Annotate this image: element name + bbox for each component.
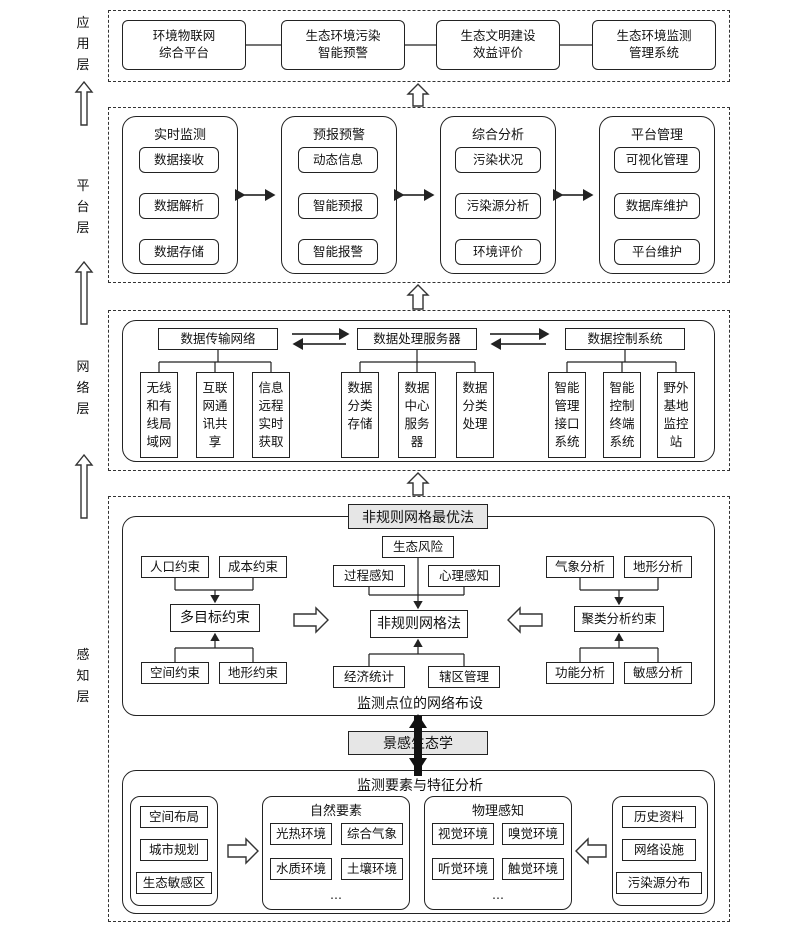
sensitivity-analysis: 敏感分析 xyxy=(624,662,692,684)
bold-vertical-arrow-icon xyxy=(409,714,427,776)
app-item-iot-platform: 环境物联网 综合平台 xyxy=(122,20,246,70)
network-leaf: 野外 基地 监控 站 xyxy=(657,372,695,458)
elements-title: 监测要素与特征分析 xyxy=(357,778,483,794)
platform-item: 环境评价 xyxy=(455,239,541,265)
natural-element: 综合气象 xyxy=(341,823,403,845)
network-exchange-arrows xyxy=(292,328,550,350)
layer-up-arrow-icon xyxy=(406,83,430,496)
constraint-terrain: 地形约束 xyxy=(219,662,287,684)
physical-more: … xyxy=(492,888,504,902)
platform-item: 智能报警 xyxy=(298,239,378,265)
network-layer-frame xyxy=(108,310,730,471)
platform-layer-frame xyxy=(108,107,730,283)
constraint-population: 人口约束 xyxy=(141,556,209,578)
layer-label-network: 网 络 层 xyxy=(76,360,90,417)
meteorological-analysis: 气象分析 xyxy=(546,556,614,578)
layer-label-platform: 平 台 层 xyxy=(76,179,90,236)
natural-elements-title: 自然要素 xyxy=(309,804,362,819)
network-tree-lines xyxy=(158,350,677,372)
platform-group-title: 实时监测 xyxy=(153,128,206,143)
app-item-pollution-warning: 生态环境污染 智能预警 xyxy=(281,20,405,70)
irregular-grid-method: 非规则网格法 xyxy=(370,610,468,638)
network-leaf: 智能 控制 终端 系统 xyxy=(603,372,641,458)
platform-item: 数据解析 xyxy=(139,193,219,219)
planning-item: 空间布局 xyxy=(140,806,208,828)
network-leaf: 信息 远程 实时 获取 xyxy=(252,372,290,458)
ecological-risk: 生态风险 xyxy=(382,536,454,558)
network-leaf: 互联 网通 讯共 享 xyxy=(196,372,234,458)
natural-more: … xyxy=(330,888,342,902)
left-constraint-lines xyxy=(174,578,254,662)
platform-item: 可视化管理 xyxy=(614,147,700,173)
network-leaf: 智能 管理 接口 系统 xyxy=(548,372,586,458)
source-item: 历史资料 xyxy=(622,806,696,828)
app-layer-frame xyxy=(108,10,730,82)
natural-elements-group xyxy=(262,796,410,910)
physical-perception-group xyxy=(424,796,572,910)
network-leaf: 数据 分类 处理 xyxy=(456,372,494,458)
source-item: 污染源分布 xyxy=(616,872,702,894)
sensing-layer-frame xyxy=(108,496,730,922)
cluster-analysis-constraint: 聚类分析约束 xyxy=(574,606,664,632)
network-layout-label: 监测点位的网络布设 xyxy=(357,696,483,712)
side-up-arrow-icon xyxy=(74,80,94,519)
jurisdiction-management: 辖区管理 xyxy=(428,666,500,688)
platform-item: 数据接收 xyxy=(139,147,219,173)
platform-item: 智能预报 xyxy=(298,193,378,219)
method-title: 非规则网格最优法 xyxy=(348,504,488,529)
physical-element: 触觉环境 xyxy=(502,858,564,880)
planning-item: 生态敏感区 xyxy=(136,872,212,894)
natural-element: 光热环境 xyxy=(270,823,332,845)
network-head-server: 数据处理服务器 xyxy=(357,328,477,350)
process-perception: 过程感知 xyxy=(333,565,405,587)
layer-label-sensing: 感 知 层 xyxy=(76,648,90,705)
natural-element: 水质环境 xyxy=(270,858,332,880)
physical-element: 听觉环境 xyxy=(432,858,494,880)
platform-item: 平台维护 xyxy=(614,239,700,265)
natural-element: 土壤环境 xyxy=(341,858,403,880)
network-leaf: 数据 分类 存储 xyxy=(341,372,379,458)
middle-method-lines xyxy=(368,558,465,666)
terrain-analysis: 地形分析 xyxy=(624,556,692,578)
physical-element: 视觉环境 xyxy=(432,823,494,845)
platform-group-title: 预报预警 xyxy=(312,128,365,143)
psychological-perception: 心理感知 xyxy=(428,565,500,587)
multi-objective-constraint: 多目标约束 xyxy=(170,604,260,632)
function-analysis: 功能分析 xyxy=(546,662,614,684)
network-leaf: 无线 和有 线局 域网 xyxy=(140,372,178,458)
physical-element: 嗅觉环境 xyxy=(502,823,564,845)
platform-group-title: 平台管理 xyxy=(630,128,683,143)
platform-item: 数据库维护 xyxy=(614,193,700,219)
network-head-transmission: 数据传输网络 xyxy=(158,328,278,350)
network-leaf: 数据 中心 服务 器 xyxy=(398,372,436,458)
constraint-cost: 成本约束 xyxy=(219,556,287,578)
right-constraint-lines xyxy=(579,578,659,662)
platform-item: 数据存储 xyxy=(139,239,219,265)
planning-item: 城市规划 xyxy=(140,839,208,861)
hollow-side-arrow-icon xyxy=(227,606,607,865)
app-item-monitoring-system: 生态环境监测 管理系统 xyxy=(592,20,716,70)
layer-label-app: 应 用 层 xyxy=(76,16,90,73)
app-item-benefit-evaluation: 生态文明建设 效益评价 xyxy=(436,20,560,70)
constraint-space: 空间约束 xyxy=(141,662,209,684)
platform-item: 污染源分析 xyxy=(455,193,541,219)
physical-perception-title: 物理感知 xyxy=(471,804,524,819)
platform-item: 动态信息 xyxy=(298,147,378,173)
platform-item: 污染状况 xyxy=(455,147,541,173)
source-item: 网络设施 xyxy=(622,839,696,861)
network-head-control: 数据控制系统 xyxy=(565,328,685,350)
economic-statistics: 经济统计 xyxy=(333,666,405,688)
platform-group-title: 综合分析 xyxy=(471,128,524,143)
